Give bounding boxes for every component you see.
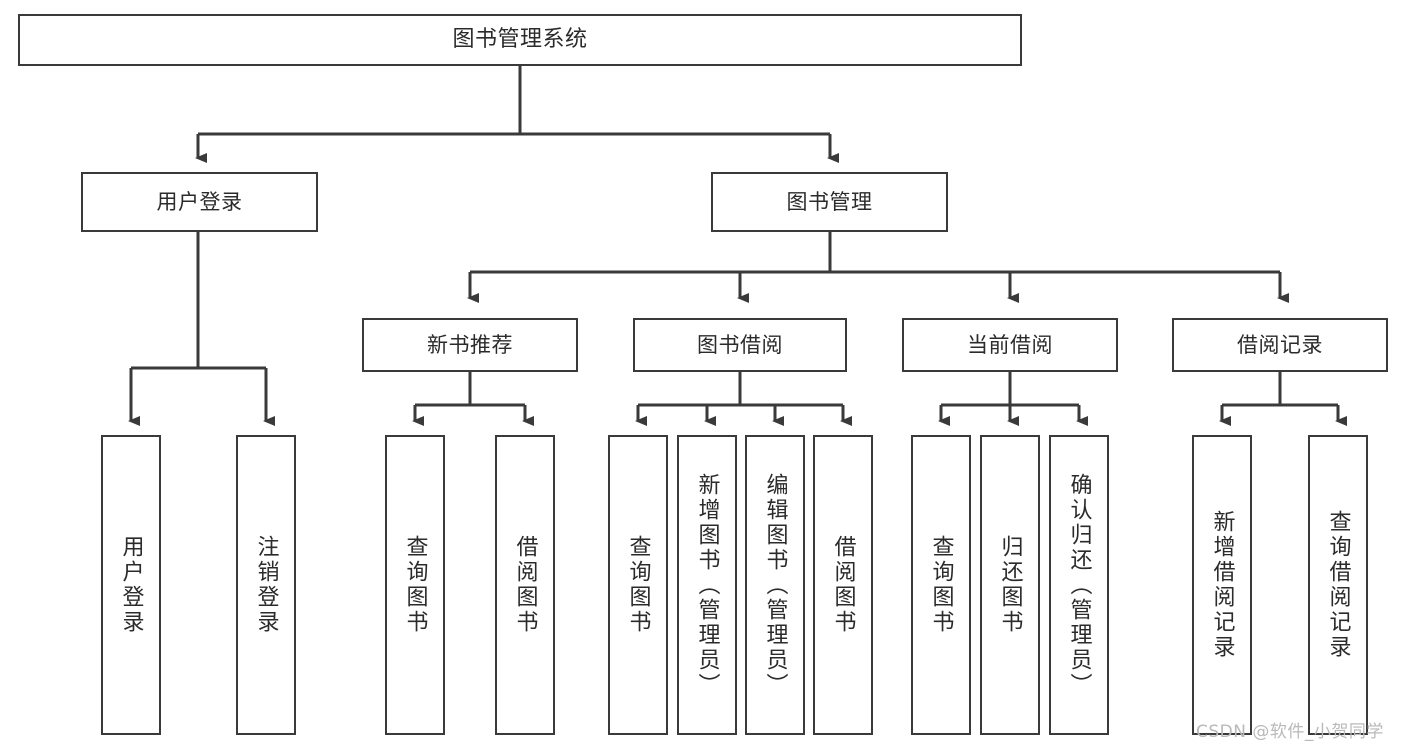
- node-label: 当前借阅: [967, 332, 1053, 357]
- node-label: 图书借阅: [697, 332, 783, 357]
- node-label: 编辑图书（管理员）: [762, 472, 788, 698]
- node-label: 查询图书: [402, 535, 428, 635]
- leaf-current-confirm-return-admin[interactable]: 确认归还（管理员）: [1049, 435, 1109, 735]
- leaf-record-add-record[interactable]: 新增借阅记录: [1192, 435, 1252, 735]
- node-label: 借阅图书: [512, 535, 538, 635]
- node-new-book-recommend[interactable]: 新书推荐: [362, 318, 578, 372]
- leaf-current-return-book[interactable]: 归还图书: [980, 435, 1040, 735]
- node-book-borrow[interactable]: 图书借阅: [633, 318, 847, 372]
- leaf-borrow-add-book-admin[interactable]: 新增图书（管理员）: [677, 435, 737, 735]
- node-label: 借阅图书: [830, 535, 856, 635]
- node-label: 用户登录: [156, 189, 243, 214]
- node-label: 查询借阅记录: [1325, 510, 1351, 660]
- node-label: 新增借阅记录: [1209, 510, 1235, 660]
- node-label: 归还图书: [997, 535, 1023, 635]
- node-label: 新增图书（管理员）: [694, 472, 720, 698]
- node-book-management[interactable]: 图书管理: [711, 172, 948, 232]
- node-label: 确认归还（管理员）: [1066, 472, 1092, 698]
- leaf-borrow-query-book[interactable]: 查询图书: [608, 435, 668, 735]
- node-label: 图书管理: [786, 189, 873, 214]
- node-borrow-record[interactable]: 借阅记录: [1172, 318, 1388, 372]
- leaf-user-login-signout[interactable]: 注销登录: [236, 435, 296, 735]
- node-label: 新书推荐: [427, 332, 513, 357]
- leaf-recommend-query-book[interactable]: 查询图书: [385, 435, 445, 735]
- node-label: 查询图书: [625, 535, 651, 635]
- node-current-borrow[interactable]: 当前借阅: [902, 318, 1118, 372]
- leaf-current-query-book[interactable]: 查询图书: [911, 435, 971, 735]
- leaf-record-query-record[interactable]: 查询借阅记录: [1308, 435, 1368, 735]
- node-label: 图书管理系统: [452, 27, 588, 53]
- leaf-borrow-edit-book-admin[interactable]: 编辑图书（管理员）: [745, 435, 805, 735]
- leaf-user-login-signin[interactable]: 用户登录: [101, 435, 161, 735]
- node-label: 注销登录: [253, 535, 279, 635]
- node-user-login[interactable]: 用户登录: [81, 172, 318, 232]
- csdn-watermark: CSDN @软件_小贺同学: [1196, 722, 1384, 742]
- node-root-system[interactable]: 图书管理系统: [18, 14, 1022, 66]
- leaf-borrow-borrow-book[interactable]: 借阅图书: [813, 435, 873, 735]
- node-label: 借阅记录: [1237, 332, 1323, 357]
- leaf-recommend-borrow-book[interactable]: 借阅图书: [495, 435, 555, 735]
- node-label: 查询图书: [928, 535, 954, 635]
- node-label: 用户登录: [118, 535, 144, 635]
